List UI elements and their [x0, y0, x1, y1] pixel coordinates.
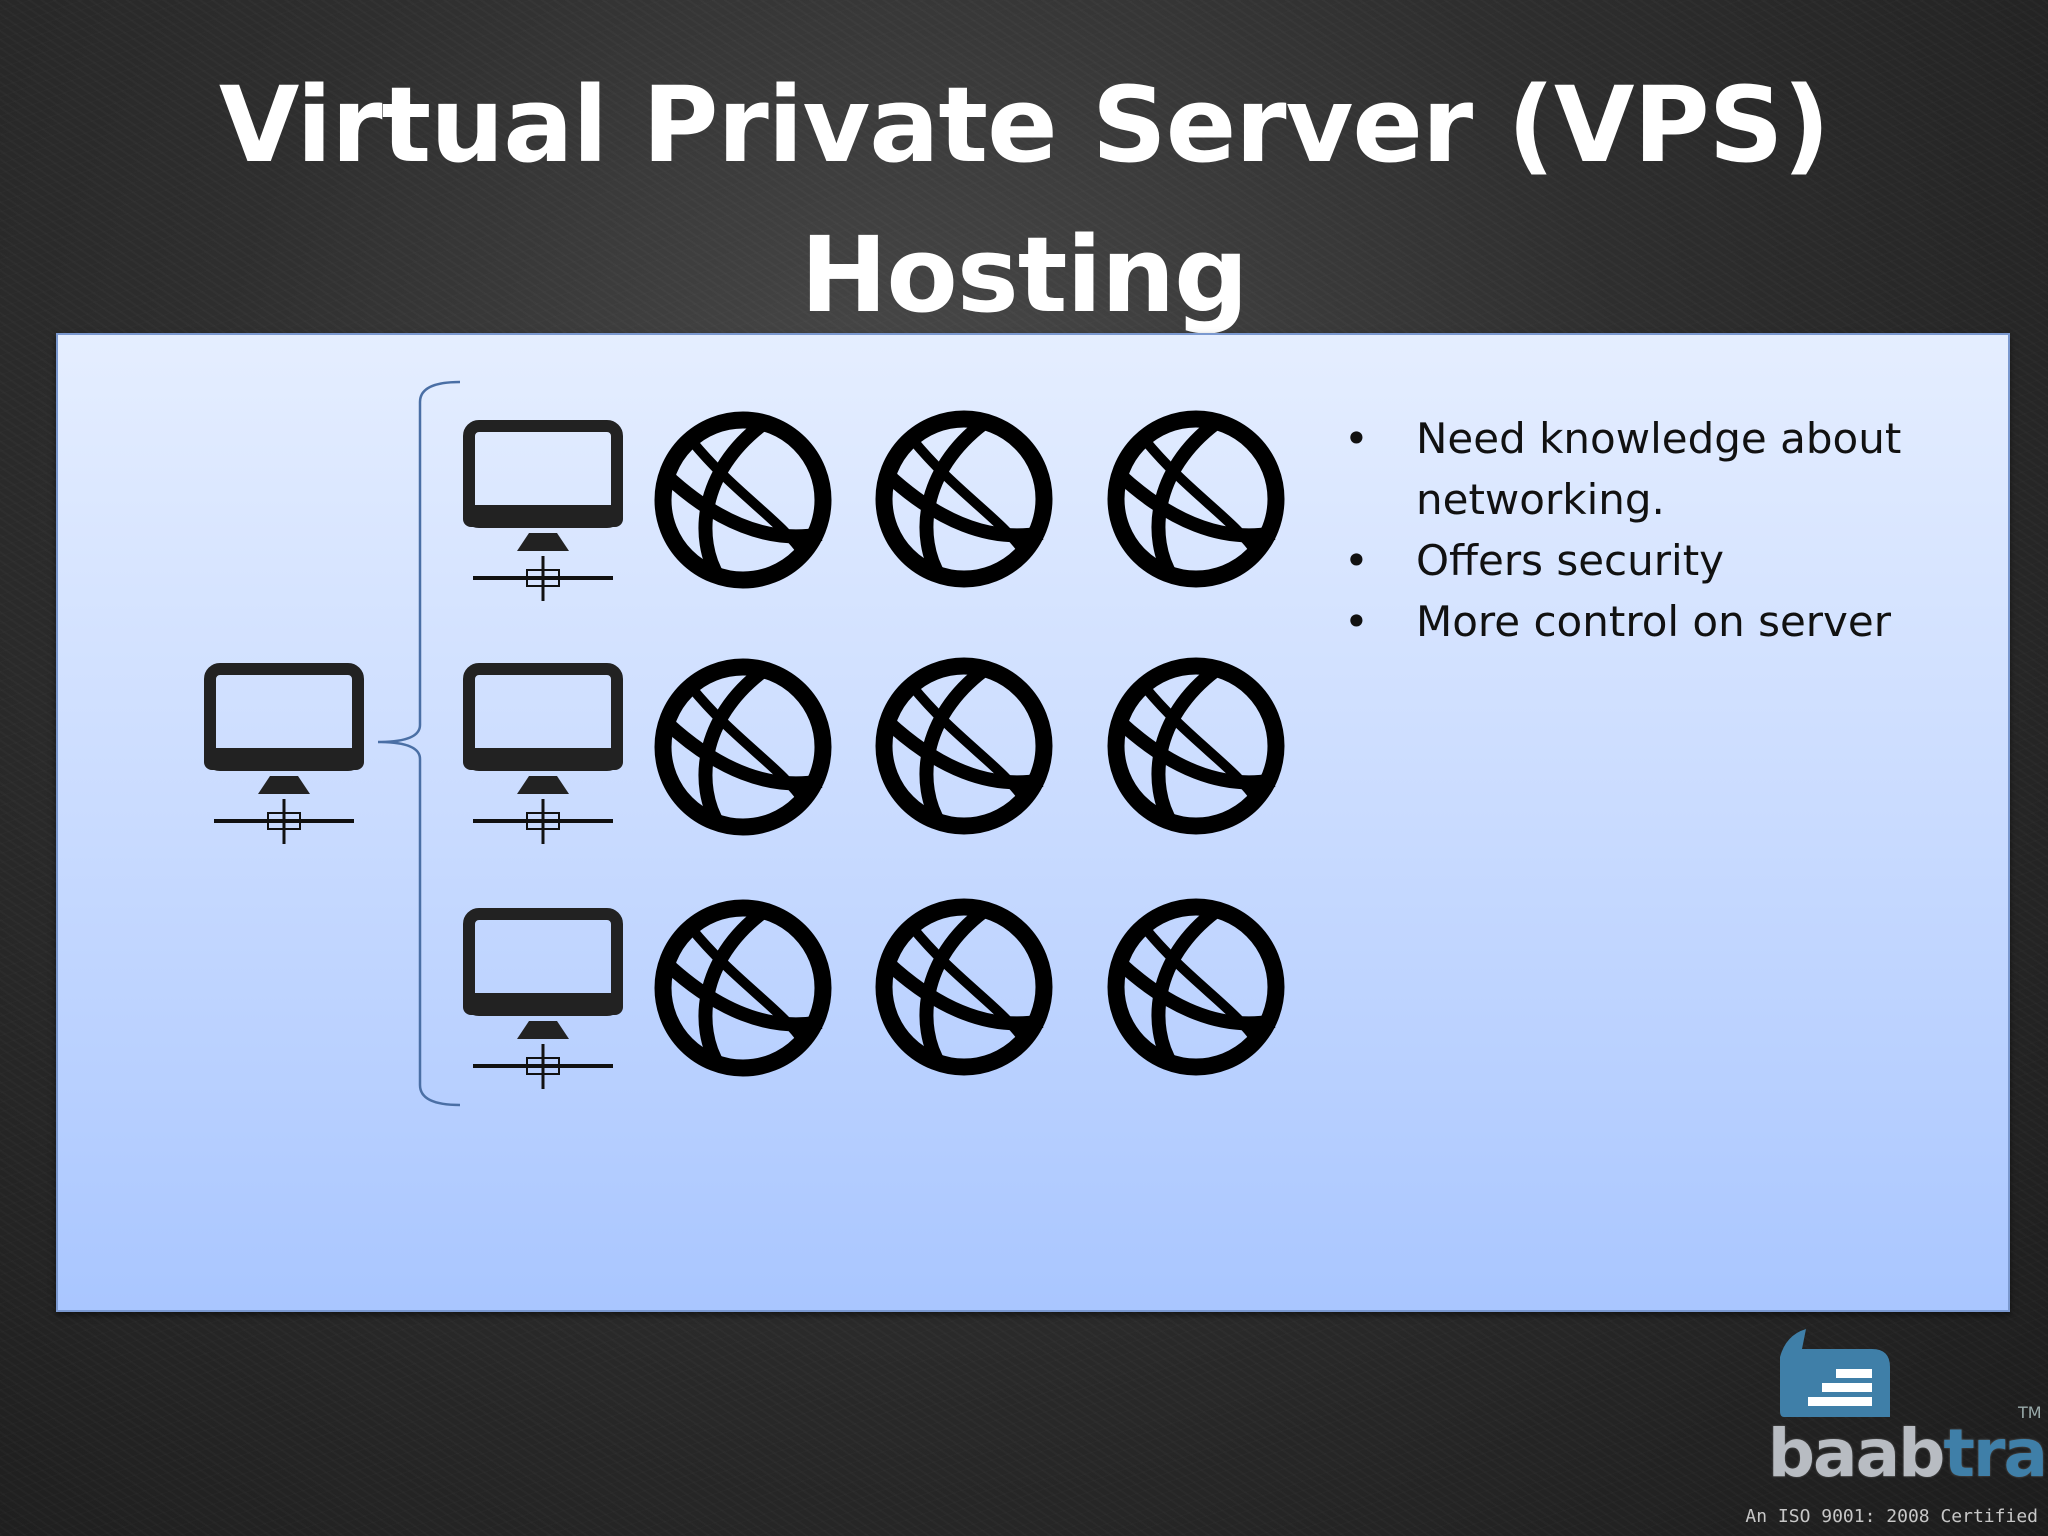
virtual-server-3-icon — [463, 914, 623, 1089]
bullet-list: • Need knowledge about networking. • Off… — [1344, 408, 1944, 652]
virtual-server-row-2 — [463, 666, 1276, 844]
bullet-dot: • — [1344, 414, 1369, 463]
title-line-2: Hosting — [800, 214, 1248, 336]
bullet-dot: • — [1344, 597, 1369, 646]
slide-title: Virtual Private Server (VPS) Hosting — [0, 50, 2048, 350]
globe-icon — [1116, 666, 1276, 826]
bullet-item: • More control on server — [1344, 591, 1944, 652]
content-panel — [56, 333, 2010, 1312]
virtual-server-row-1 — [463, 419, 1276, 601]
logo-word-part2: tra — [1943, 1415, 2048, 1492]
virtual-server-1-icon — [463, 426, 623, 601]
virtual-server-row-3 — [463, 907, 1276, 1089]
title-line-1: Virtual Private Server (VPS) — [218, 64, 1830, 186]
bullet-text: More control on server — [1416, 597, 1892, 646]
iso-certification-text: An ISO 9001: 2008 Certified — [1745, 1506, 2038, 1527]
trademark-symbol: TM — [2018, 1403, 2042, 1422]
globe-icon — [663, 420, 823, 580]
baabtra-logo: baabtra TM — [1756, 1325, 2048, 1525]
bullet-item: • Need knowledge about networking. — [1344, 408, 1944, 530]
globe-icon — [663, 908, 823, 1068]
globe-icon — [1116, 419, 1276, 579]
bullet-dot: • — [1344, 536, 1369, 585]
bullet-text: Need knowledge about networking. — [1416, 414, 1902, 524]
globe-icon — [1116, 907, 1276, 1067]
logo-mark-icon — [1780, 1329, 1890, 1417]
server-bracket — [377, 380, 461, 1107]
globe-icon — [884, 907, 1044, 1067]
globe-icon — [884, 419, 1044, 579]
globe-icon — [884, 666, 1044, 826]
logo-wordmark: baabtra — [1756, 1415, 2048, 1492]
bullet-text: Offers security — [1416, 536, 1725, 585]
virtual-server-2-icon — [463, 669, 623, 844]
main-server-icon — [204, 669, 364, 844]
globe-icon — [663, 667, 823, 827]
logo-word-part1: baab — [1767, 1415, 1946, 1492]
bullet-item: • Offers security — [1344, 530, 1944, 591]
